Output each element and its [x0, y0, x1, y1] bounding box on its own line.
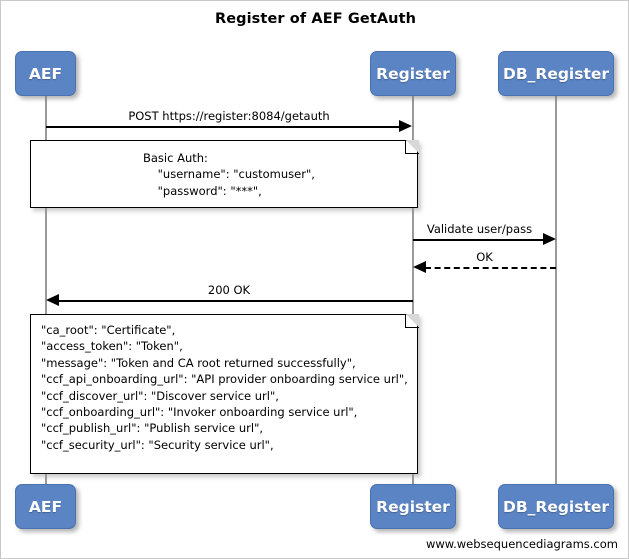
message-line-validate [413, 239, 544, 241]
message-label-validate: Validate user/pass [426, 222, 533, 236]
note-auth-response-text: "ca_root": "Certificate", "access_token"… [41, 323, 408, 452]
note-basic-auth-text: Basic Auth: "username": "customuser", "p… [143, 151, 315, 198]
lifeline-db-register [555, 96, 557, 486]
participant-register-bottom[interactable]: Register [370, 484, 456, 529]
arrow-head-validate [543, 233, 556, 245]
participant-aef-top[interactable]: AEF [15, 51, 76, 96]
message-line-ok [425, 267, 556, 269]
arrow-head-200-ok [46, 294, 59, 306]
note-fold-icon [404, 139, 419, 154]
note-basic-auth: Basic Auth: "username": "customuser", "p… [30, 139, 419, 208]
participant-label: DB_Register [502, 64, 610, 83]
participant-db-register-top[interactable]: DB_Register [498, 51, 614, 96]
footer-watermark: www.websequencediagrams.com [425, 537, 618, 551]
note-fold-icon [404, 313, 419, 328]
message-line-200-ok [58, 300, 413, 302]
message-label-ok: OK [476, 250, 493, 264]
participant-aef-bottom[interactable]: AEF [15, 484, 76, 529]
participant-label: AEF [28, 64, 63, 83]
lifeline-register [412, 96, 414, 486]
participant-label: Register [376, 497, 450, 516]
arrow-head-post-getauth [399, 120, 412, 132]
participant-register-top[interactable]: Register [370, 51, 456, 96]
participant-db-register-bottom[interactable]: DB_Register [498, 484, 614, 529]
note-auth-response: "ca_root": "Certificate", "access_token"… [30, 313, 419, 474]
message-label-200-ok: 200 OK [207, 283, 251, 297]
participant-label: Register [376, 64, 450, 83]
participant-label: AEF [28, 497, 63, 516]
page-title: Register of AEF GetAuth [214, 11, 417, 27]
message-line-post-getauth [46, 126, 403, 128]
arrow-head-ok [413, 261, 426, 273]
message-label-post-getauth: POST https://register:8084/getauth [128, 109, 330, 123]
lifeline-aef [45, 96, 47, 486]
participant-label: DB_Register [502, 497, 610, 516]
